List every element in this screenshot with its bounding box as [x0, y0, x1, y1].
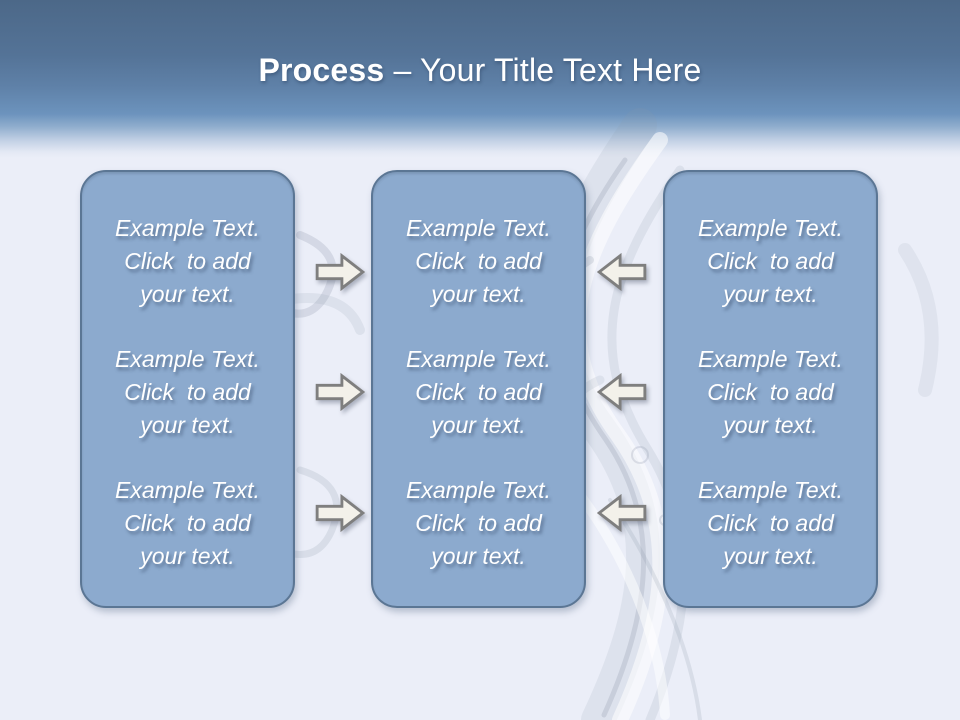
- text-placeholder[interactable]: Example Text. Click to add your text.: [406, 477, 551, 569]
- text-placeholder[interactable]: Example Text. Click to add your text.: [698, 477, 843, 569]
- slide-title-subtitle: – Your Title Text Here: [384, 52, 702, 88]
- arrow-right-icon: [315, 493, 365, 533]
- arrow-left-icon: [597, 372, 647, 412]
- arrow-left-icon: [597, 252, 647, 292]
- process-box-right[interactable]: Example Text. Click to add your text. Ex…: [663, 170, 878, 608]
- text-placeholder[interactable]: Example Text. Click to add your text.: [115, 346, 260, 438]
- text-placeholder[interactable]: Example Text. Click to add your text.: [115, 215, 260, 307]
- process-box-left[interactable]: Example Text. Click to add your text. Ex…: [80, 170, 295, 608]
- slide-title-keyword: Process: [258, 52, 385, 88]
- text-placeholder[interactable]: Example Text. Click to add your text.: [406, 215, 551, 307]
- arrow-right-icon: [315, 372, 365, 412]
- text-placeholder[interactable]: Example Text. Click to add your text.: [115, 477, 260, 569]
- process-box-middle[interactable]: Example Text. Click to add your text. Ex…: [371, 170, 586, 608]
- slide-title: Process – Your Title Text Here: [0, 52, 960, 89]
- arrow-left-icon: [597, 493, 647, 533]
- text-placeholder[interactable]: Example Text. Click to add your text.: [698, 346, 843, 438]
- arrow-right-icon: [315, 252, 365, 292]
- header-gradient-band: [0, 0, 960, 158]
- text-placeholder[interactable]: Example Text. Click to add your text.: [698, 215, 843, 307]
- text-placeholder[interactable]: Example Text. Click to add your text.: [406, 346, 551, 438]
